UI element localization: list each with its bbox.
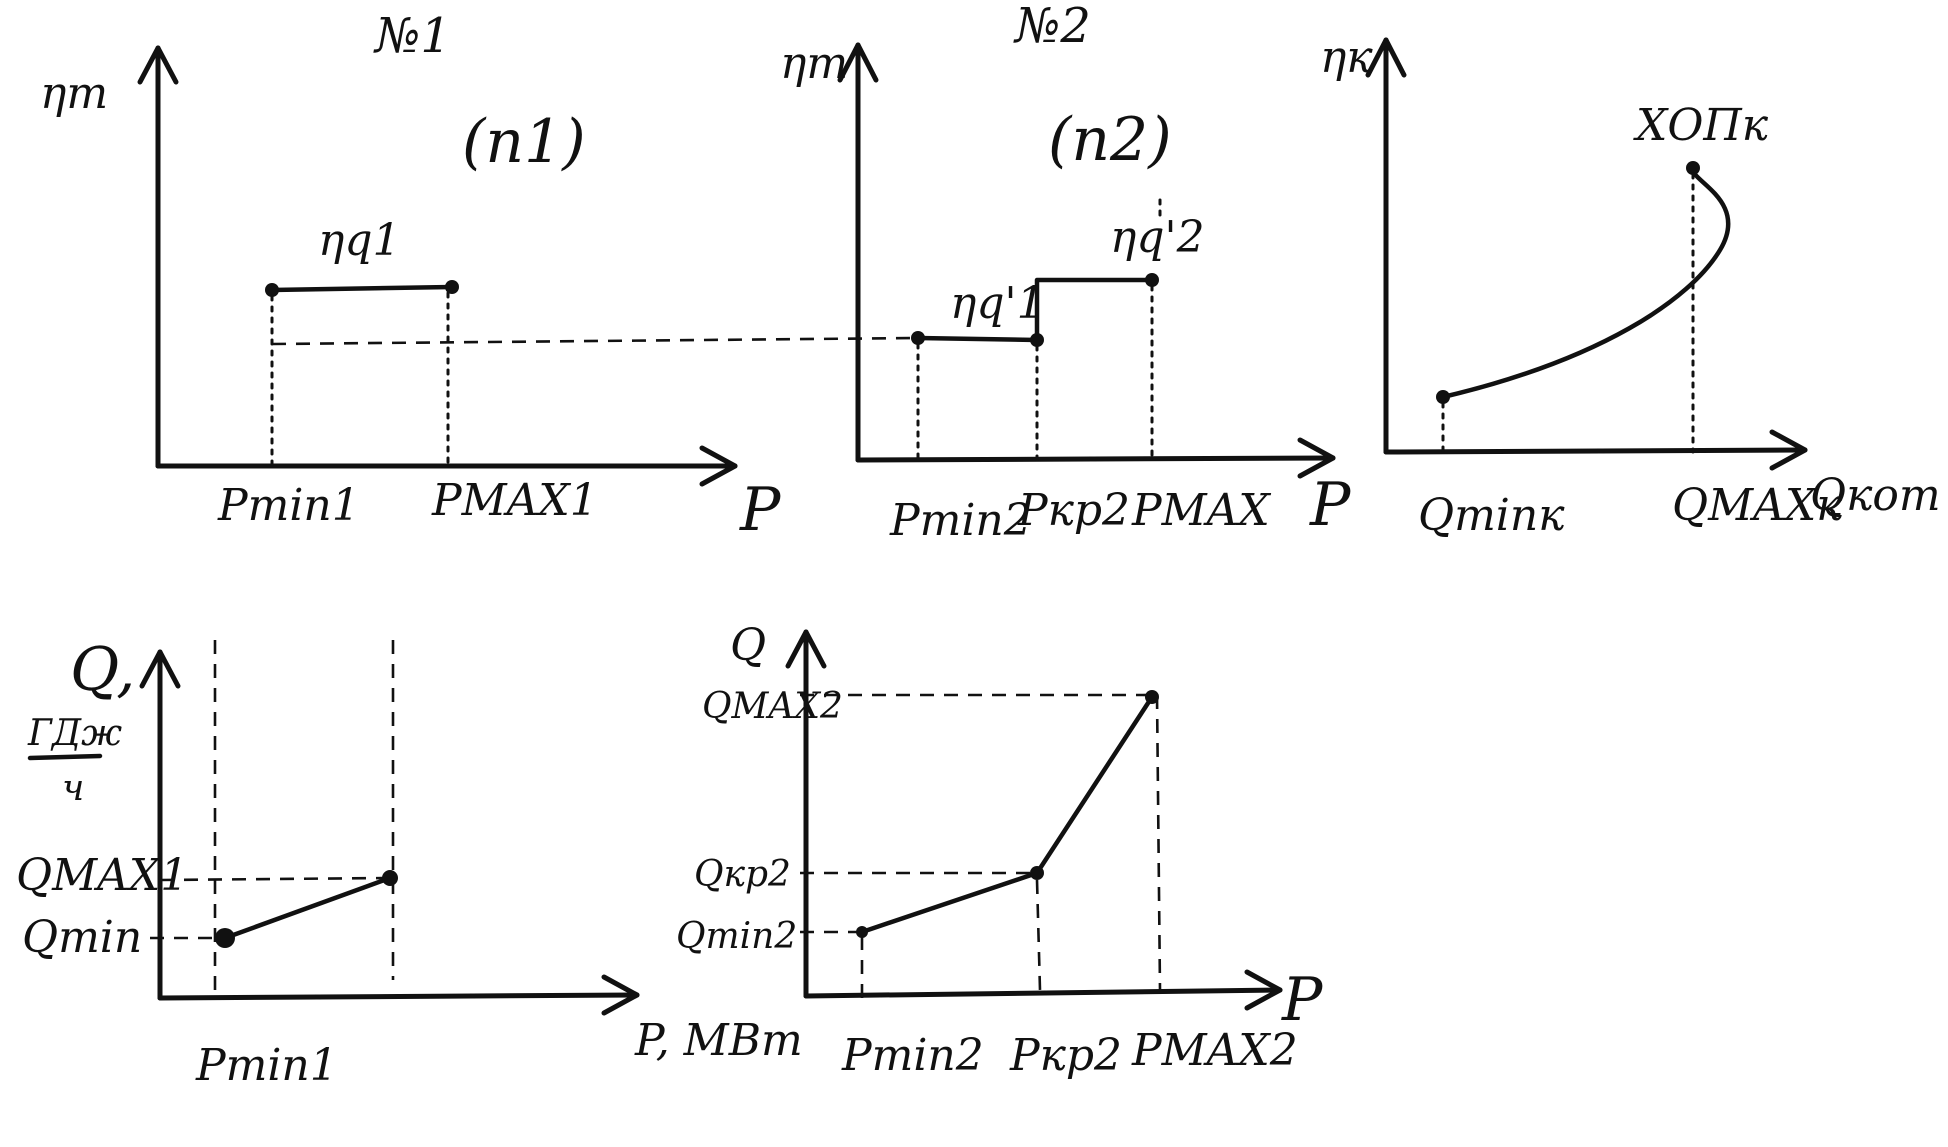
panel-4-x-arrowhead: [601, 974, 640, 1016]
panel-1: №1 (n1) ηт P ηq1 Pmin1 PMAX1: [40, 8, 919, 545]
panel-2-y-axis-label: ηт: [780, 38, 848, 89]
panel-5-y-tick-qmin: Qmin2: [676, 916, 797, 957]
panel-5-y-tick-qcritical: Qкр2: [694, 854, 791, 895]
panel-1-x-tick-pmax: PMAX1: [431, 475, 598, 526]
panel-1-point-min: [265, 283, 279, 297]
panel-4-x-tick-pmin: Pmin1: [195, 1040, 338, 1091]
panel-3-boiler-efficiency-curve: [1440, 165, 1731, 400]
panel-3-x-axis-label: Qкот: [1810, 470, 1941, 521]
panel-3-curve-label: ХОПк: [1633, 100, 1769, 151]
panel-4-point-min: [215, 928, 235, 948]
panel-3-x-axis: [1383, 447, 1808, 455]
panel-5-x-axis-label: P: [1281, 965, 1324, 1035]
panel-2-point-critical: [1030, 333, 1044, 347]
panel-2-x-axis: [855, 455, 1336, 463]
panel-2-point-max: [1145, 273, 1159, 287]
panel-2-title: №2: [1013, 0, 1091, 54]
panel-3-x-tick-qmin: Qminк: [1418, 490, 1565, 541]
panel-1-x-tick-pmin: Pmin1: [217, 480, 360, 531]
panel-2-x-axis-label: P: [1309, 470, 1352, 540]
panel-3-point-max: [1686, 161, 1700, 175]
panel-4-guide-horizontal-max: [159, 876, 391, 882]
panel-3-x-arrowhead: [1769, 429, 1808, 471]
panel-4-y-axis-label: Q,: [70, 635, 135, 705]
panel-2-x-tick-pmin: Pmin2: [889, 495, 1032, 546]
panel-5-point-max: [1145, 690, 1159, 704]
panel-2-group-label: (n2): [1048, 105, 1172, 175]
panel-5-x-tick-pcritical: Pкр2: [1009, 1030, 1122, 1081]
panel-5-x-tick-pmin: Pmin2: [841, 1030, 984, 1081]
panel-2-x-tick-pmax: PMAX: [1131, 485, 1271, 536]
panel-2-y-arrowhead: [837, 42, 879, 83]
panel-3-point-min: [1436, 390, 1450, 404]
panel-1-efficiency-segment: [269, 284, 455, 293]
panel-4-y-arrowhead: [139, 649, 181, 689]
panel-2-x-arrowhead: [1297, 437, 1336, 479]
panel-4-y-tick-qmax: QMAX1: [16, 850, 188, 901]
panel-5: Q P QMAX2 Qкр2 Qmin2 Pmin2 Pкр2 PMAX2: [676, 620, 1324, 1081]
panel-1-point-max: [445, 280, 459, 294]
panel-1-group-label: (n1): [462, 107, 586, 177]
panel-5-x-tick-pmax: PMAX2: [1131, 1025, 1298, 1076]
panel-1-x-axis-label: P: [739, 475, 782, 545]
panel-4-unit-numerator: ГДж: [27, 713, 122, 754]
panel-1-x-arrowhead: [699, 445, 738, 487]
panel-5-guide-vertical-max: [1155, 694, 1162, 991]
panel-3-y-arrowhead: [1365, 37, 1407, 78]
panel-1-y-axis-label: ηт: [40, 68, 108, 119]
panel-4: Q, ГДж ч P, МВт QMAX1 Qmin Pmin1: [16, 635, 803, 1091]
panel-1-title: №1: [373, 8, 451, 64]
panel-5-x-axis: [803, 987, 1283, 999]
panel-1-to-panel-2-link-line: [271, 336, 919, 346]
panel-4-x-axis-label: P, МВт: [634, 1015, 803, 1066]
panel-4-x-axis: [157, 992, 640, 1001]
panel-5-heat-output-line: [859, 694, 1155, 935]
panel-3-y-axis-label: ηк: [1320, 32, 1373, 83]
panel-1-segment-label: ηq1: [318, 215, 401, 266]
panel-4-unit-denominator: ч: [62, 768, 84, 809]
panel-5-x-arrowhead: [1244, 969, 1283, 1011]
panel-5-point-min: [856, 926, 868, 938]
panel-4-unit-fraction-bar: [27, 753, 103, 761]
panel-4-heat-output-line: [222, 875, 393, 941]
panel-4-point-max: [382, 870, 398, 886]
panel-4-y-tick-qmin: Qmin: [22, 912, 142, 963]
panel-2-efficiency-step-line: [915, 277, 1155, 343]
panel-5-y-tick-qmax: QMAX2: [702, 686, 843, 727]
panel-5-guide-vertical-critical: [1035, 879, 1042, 991]
panel-5-y-arrowhead: [785, 629, 827, 669]
panel-2-segment-2-label: ηq'2: [1110, 212, 1205, 263]
panel-3: ηк Qкот ХОПк Qminк QMAXк: [1320, 32, 1941, 541]
panel-5-point-critical: [1030, 866, 1044, 880]
panel-2: №2 (n2) ηт P ηq'1 ηq'2 Pmin2 Pкр2 PMAX: [780, 0, 1352, 546]
panel-1-y-arrowhead: [137, 45, 179, 85]
panel-3-x-tick-qmax: QMAXк: [1672, 480, 1843, 531]
panel-2-x-tick-pcritical: Pкр2: [1017, 485, 1130, 536]
panel-5-y-axis-label: Q: [730, 620, 766, 671]
panel-2-point-min: [911, 331, 925, 345]
panel-2-segment-1-label: ηq'1: [950, 278, 1045, 329]
